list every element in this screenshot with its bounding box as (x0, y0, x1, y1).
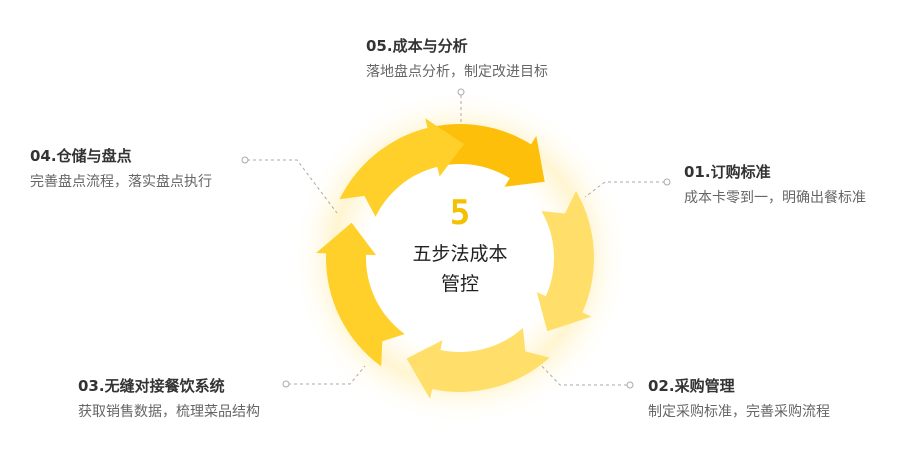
ring-segments (316, 118, 594, 399)
connector-dot-05 (457, 88, 465, 96)
center-label: 5 五步法成本 管控 (380, 196, 540, 298)
step-04-title: 04.仓储与盘点 (30, 147, 132, 165)
step-03-desc: 获取销售数据，梳理菜品结构 (78, 404, 260, 420)
step-04: 04.仓储与盘点 完善盘点流程，落实盘点执行 (30, 146, 212, 192)
step-05: 05.成本与分析 落地盘点分析，制定改进目标 (366, 36, 548, 82)
connector-dot-02 (626, 381, 634, 389)
step-02-title: 02.采购管理 (648, 377, 735, 395)
connector-dot-01 (663, 178, 671, 186)
step-02: 02.采购管理 制定采购标准，完善采购流程 (648, 376, 830, 422)
step-01-title: 01.订购标准 (684, 163, 771, 181)
connector-03 (288, 365, 366, 385)
center-title-line-1: 五步法成本 (412, 243, 508, 265)
step-01: 01.订购标准 成本卡零到一，明确出餐标准 (684, 162, 866, 208)
step-03-title: 03.无缝对接餐饮系统 (78, 377, 225, 395)
step-02-desc: 制定采购标准，完善采购流程 (648, 404, 830, 420)
connector-01 (584, 181, 665, 198)
ring-arrow-02 (406, 327, 550, 399)
step-05-title: 05.成本与分析 (366, 37, 468, 55)
connector-04 (247, 159, 338, 214)
ring-arrow-04 (339, 118, 464, 217)
connector-02 (537, 361, 627, 386)
connector-dot-04 (241, 156, 249, 164)
step-05-desc: 落地盘点分析，制定改进目标 (366, 64, 548, 80)
ring-arrow-01 (536, 191, 594, 332)
connectors (247, 95, 665, 386)
connector-dot-03 (282, 380, 290, 388)
ring-arrow-03 (316, 222, 405, 367)
step-04-desc: 完善盘点流程，落实盘点执行 (30, 174, 212, 190)
number-five-icon: 5 (449, 193, 471, 233)
step-01-desc: 成本卡零到一，明确出餐标准 (684, 190, 866, 206)
step-03: 03.无缝对接餐饮系统 获取销售数据，梳理菜品结构 (78, 376, 260, 422)
center-title-line-2: 管控 (440, 273, 479, 295)
